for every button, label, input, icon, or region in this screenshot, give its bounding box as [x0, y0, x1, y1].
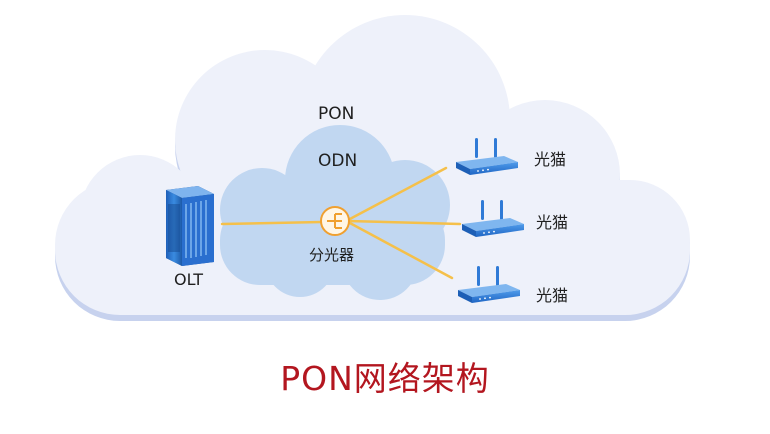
odn-label: ODN	[318, 151, 358, 171]
ont-label: 光猫	[536, 286, 569, 305]
diagram-caption: PON网络架构	[280, 359, 490, 398]
fiber-splitter-ont-2	[346, 219, 462, 226]
olt-label: OLT	[174, 270, 204, 289]
optical-splitter-icon	[320, 206, 350, 236]
fiber-olt-splitter	[220, 220, 324, 226]
server-rack-icon	[166, 186, 214, 266]
fiber-lines	[220, 166, 462, 280]
router-icon	[456, 138, 518, 175]
ont-label: 光猫	[534, 150, 567, 169]
fiber-splitter-ont-1	[346, 166, 448, 222]
router-icon	[458, 266, 520, 303]
odn-cloud	[220, 125, 450, 300]
router-icon	[462, 200, 524, 237]
pon-label: PON	[318, 104, 355, 124]
ont-label: 光猫	[536, 213, 569, 232]
splitter-label: 分光器	[309, 246, 355, 264]
fiber-splitter-ont-3	[346, 220, 454, 280]
